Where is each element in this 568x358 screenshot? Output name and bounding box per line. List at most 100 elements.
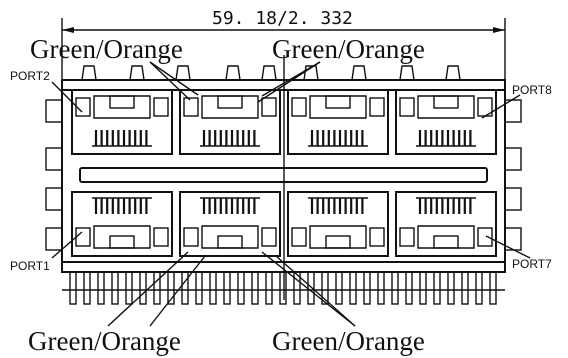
top-tab — [351, 65, 367, 81]
solder-pin — [279, 271, 287, 305]
top-tab — [399, 65, 415, 81]
led-window-left — [183, 97, 199, 117]
solder-pin — [83, 271, 91, 305]
contact-pins — [92, 197, 152, 214]
solder-pin — [237, 271, 245, 305]
led-window-right — [153, 97, 169, 117]
latch-block — [93, 225, 151, 249]
top-tab — [445, 65, 461, 81]
port-label-8: PORT8 — [512, 83, 552, 97]
top-tab — [303, 65, 319, 81]
latch-tab — [109, 95, 135, 109]
rj45-port — [287, 191, 389, 257]
solder-pin — [265, 271, 273, 305]
solder-pin — [433, 271, 441, 305]
ports — [71, 89, 497, 257]
solder-pin — [251, 271, 259, 305]
contact-pins — [200, 130, 260, 147]
solder-pin — [111, 271, 119, 305]
bottom-pins — [62, 271, 505, 305]
port-body — [287, 89, 389, 155]
contact-pins — [308, 197, 368, 214]
port-label-2: PORT2 — [10, 69, 50, 83]
led-label-bottom-left: Green/Orange — [28, 326, 181, 356]
side-lug-right — [504, 187, 522, 211]
leader-lines — [51, 61, 531, 327]
latch-block — [417, 95, 475, 119]
contact-pins — [416, 197, 476, 214]
solder-pin — [153, 271, 161, 305]
rj45-port — [287, 89, 389, 155]
top-tab — [175, 65, 191, 81]
solder-pin — [489, 271, 497, 305]
led-window-right — [369, 227, 385, 247]
solder-pin — [377, 271, 385, 305]
top-tabs — [81, 65, 461, 81]
rj45-port — [179, 191, 281, 257]
led-window-right — [477, 227, 493, 247]
led-label-top-left: Green/Orange — [30, 34, 183, 64]
top-tab — [225, 65, 241, 81]
led-window-left — [399, 97, 415, 117]
solder-pin — [209, 271, 217, 305]
solder-pin — [125, 271, 133, 305]
side-lug-left — [45, 187, 63, 211]
led-window-right — [153, 227, 169, 247]
solder-pin — [167, 271, 175, 305]
led-window-right — [261, 227, 277, 247]
solder-pin — [405, 271, 413, 305]
led-window-left — [75, 97, 91, 117]
port-body — [71, 191, 173, 257]
contact-pins — [200, 197, 260, 214]
port-body — [71, 89, 173, 155]
dimension-text: 59. 18/2. 332 — [212, 8, 353, 29]
solder-pin — [391, 271, 399, 305]
side-lug-right — [504, 147, 522, 171]
latch-tab — [325, 235, 351, 249]
latch-tab — [433, 235, 459, 249]
latch-block — [417, 225, 475, 249]
side-lug-left — [45, 147, 63, 171]
latch-block — [309, 95, 367, 119]
led-label-top-right: Green/Orange — [272, 34, 425, 64]
led-window-left — [75, 227, 91, 247]
solder-pin — [223, 271, 231, 305]
contact-pins — [92, 130, 152, 147]
solder-pin — [139, 271, 147, 305]
top-tab — [129, 65, 145, 81]
led-window-left — [399, 227, 415, 247]
solder-pin — [181, 271, 189, 305]
latch-block — [309, 225, 367, 249]
led-window-left — [291, 97, 307, 117]
dimension-line — [61, 18, 506, 80]
solder-pin — [195, 271, 203, 305]
port-body — [287, 191, 389, 257]
led-label-bottom-right: Green/Orange — [272, 326, 425, 356]
rj45-port — [395, 191, 497, 257]
rj45-port — [71, 89, 173, 155]
latch-tab — [217, 95, 243, 109]
contact-pins — [308, 130, 368, 147]
top-tab — [261, 65, 277, 81]
solder-pin — [363, 271, 371, 305]
top-tab — [81, 65, 97, 81]
solder-pin — [447, 271, 455, 305]
led-window-right — [369, 97, 385, 117]
solder-pin — [293, 271, 301, 305]
latch-block — [201, 95, 259, 119]
port-label-1: PORT1 — [10, 259, 50, 273]
latch-block — [201, 225, 259, 249]
led-window-left — [183, 227, 199, 247]
led-window-left — [291, 227, 307, 247]
port-body — [179, 191, 281, 257]
latch-tab — [325, 95, 351, 109]
port-body — [179, 89, 281, 155]
port-body — [395, 191, 497, 257]
solder-pin — [97, 271, 105, 305]
latch-block — [93, 95, 151, 119]
port-label-7: PORT7 — [512, 257, 552, 271]
rj45-port — [71, 191, 173, 257]
solder-pin — [69, 271, 77, 305]
port-body — [395, 89, 497, 155]
side-lug-left — [45, 227, 63, 251]
